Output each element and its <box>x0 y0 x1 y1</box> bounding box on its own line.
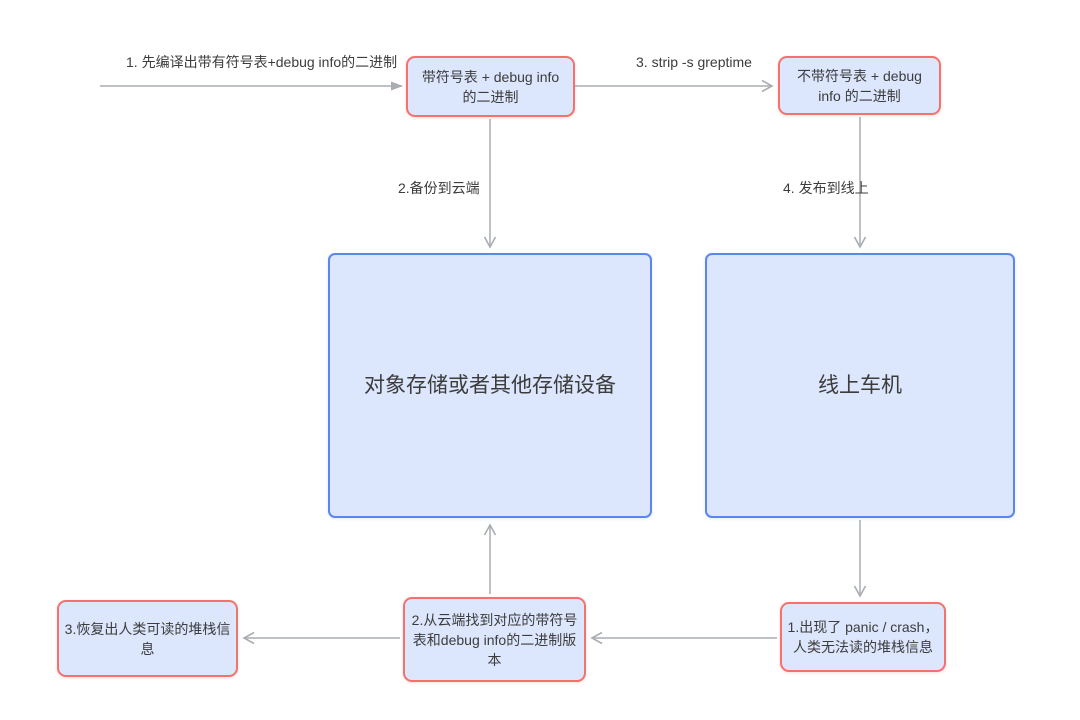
node-online-vehicle-label: 线上车机 <box>818 373 902 397</box>
node-online-vehicle: 线上车机 <box>705 253 1015 518</box>
edge-label-backup: 2.备份到云端 <box>398 180 480 196</box>
node-binary-with-symbols-label: 带符号表 + debug info 的二进制 <box>421 68 560 105</box>
edge-label-strip: 3. strip -s greptime <box>636 54 752 70</box>
edge-label-deploy: 4. 发布到线上 <box>783 180 869 196</box>
node-recovered-stack: 3.恢复出人类可读的堆栈信息 <box>57 600 238 677</box>
edge-label-compile: 1. 先编译出带有符号表+debug info的二进制 <box>126 54 398 70</box>
node-find-symbol-binary-label: 2.从云端找到对应的带符号表和debug info的二进制版本 <box>411 611 578 668</box>
node-object-storage-label: 对象存储或者其他存储设备 <box>364 373 616 397</box>
node-object-storage: 对象存储或者其他存储设备 <box>328 253 652 518</box>
node-binary-stripped: 不带符号表 + debug info 的二进制 <box>778 56 941 115</box>
node-panic-crash-label: 1.出现了 panic / crash，人类无法读的堆栈信息 <box>787 619 939 655</box>
node-find-symbol-binary: 2.从云端找到对应的带符号表和debug info的二进制版本 <box>403 597 586 682</box>
node-binary-with-symbols: 带符号表 + debug info 的二进制 <box>406 56 575 117</box>
node-panic-crash: 1.出现了 panic / crash，人类无法读的堆栈信息 <box>780 602 946 672</box>
node-recovered-stack-label: 3.恢复出人类可读的堆栈信息 <box>64 620 231 657</box>
node-binary-stripped-label: 不带符号表 + debug info 的二进制 <box>797 67 922 104</box>
